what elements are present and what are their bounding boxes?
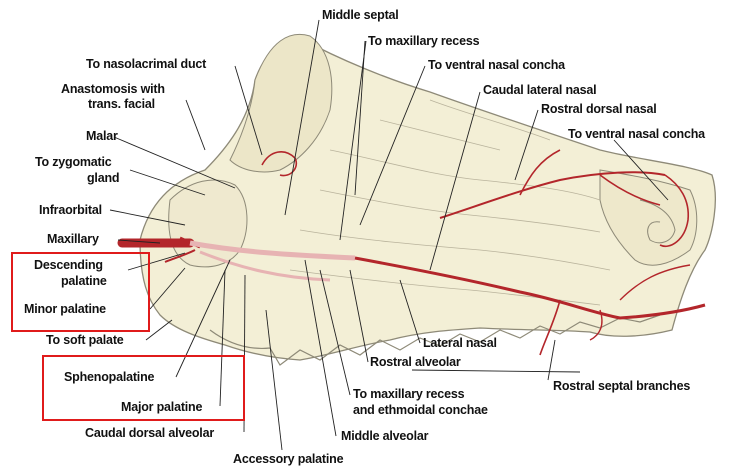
label-to-ventral-nasal-concha-right: To ventral nasal concha (568, 127, 705, 141)
label-to-maxillary-recess: To maxillary recess (368, 34, 479, 48)
label-caudal-lateral-nasal: Caudal lateral nasal (483, 83, 596, 97)
label-descending-line1: Descending (34, 258, 103, 272)
label-to-nasolacrimal-duct: To nasolacrimal duct (86, 57, 206, 71)
label-maxillary: Maxillary (47, 232, 99, 246)
label-sphenopalatine: Sphenopalatine (64, 370, 154, 384)
label-to-maxillary-recess-ethmoidal-line1: To maxillary recess (353, 387, 464, 401)
label-descending-line2: palatine (61, 274, 107, 288)
label-to-soft-palate: To soft palate (46, 333, 124, 347)
label-to-maxillary-recess-ethmoidal-line2: and ethmoidal conchae (353, 403, 488, 417)
label-accessory-palatine: Accessory palatine (233, 452, 343, 466)
label-middle-septal: Middle septal (322, 8, 399, 22)
label-rostral-dorsal-nasal: Rostral dorsal nasal (541, 102, 657, 116)
label-infraorbital: Infraorbital (39, 203, 102, 217)
label-rostral-alveolar: Rostral alveolar (370, 355, 461, 369)
label-to-ventral-nasal-concha-top: To ventral nasal concha (428, 58, 565, 72)
label-middle-alveolar: Middle alveolar (341, 429, 428, 443)
label-to-zygomatic-line1: To zygomatic (35, 155, 112, 169)
label-lateral-nasal: Lateral nasal (423, 336, 497, 350)
label-to-zygomatic-line2: gland (87, 171, 119, 185)
label-anastomosis-line2: trans. facial (88, 97, 155, 111)
label-rostral-septal-branches: Rostral septal branches (553, 379, 690, 393)
label-malar: Malar (86, 129, 118, 143)
label-caudal-dorsal-alveolar: Caudal dorsal alveolar (85, 426, 214, 440)
label-minor-palatine: Minor palatine (24, 302, 106, 316)
label-anastomosis-line1: Anastomosis with (61, 82, 165, 96)
label-major-palatine: Major palatine (121, 400, 202, 414)
